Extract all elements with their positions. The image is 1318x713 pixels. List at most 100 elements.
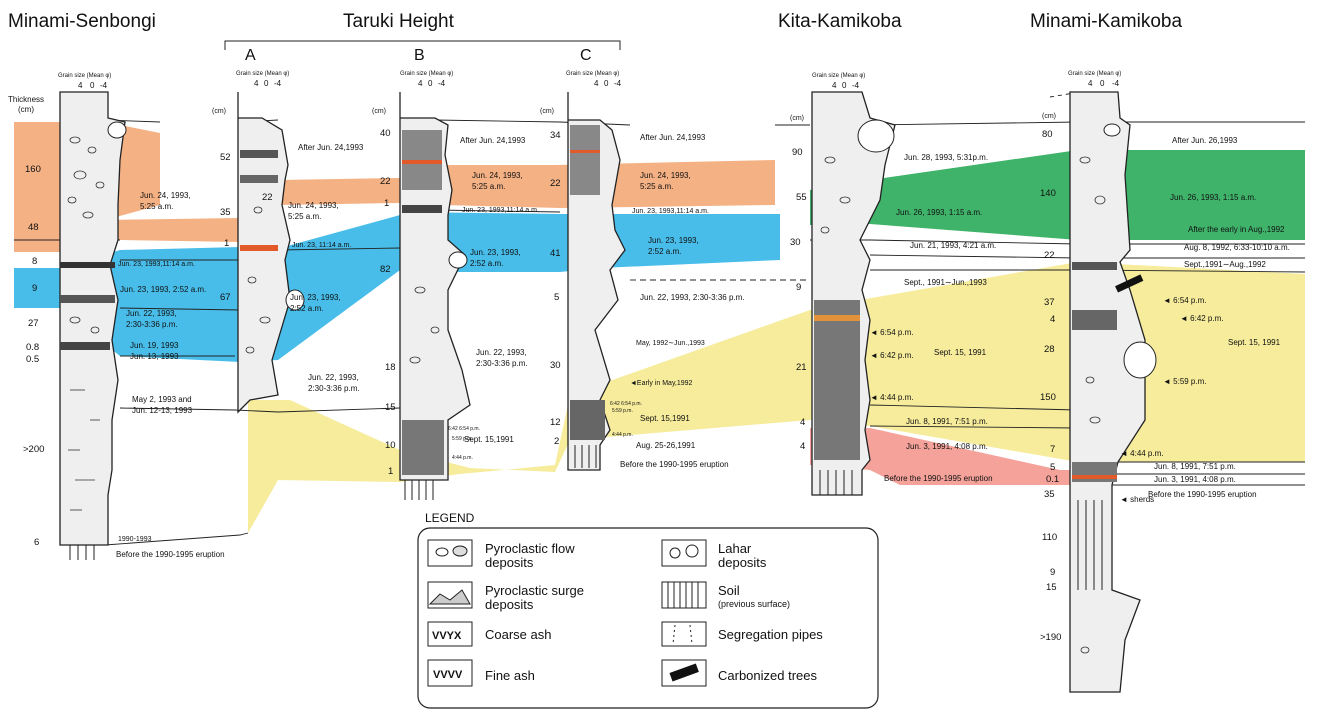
svg-text:0.1: 0.1: [1046, 474, 1059, 485]
svg-text:deposits: deposits: [718, 555, 767, 570]
svg-text:140: 140: [1040, 188, 1056, 199]
svg-text:4: 4: [78, 81, 83, 90]
svg-text:(cm): (cm): [1042, 113, 1056, 120]
svg-text:-4: -4: [100, 81, 108, 90]
svg-text:-4: -4: [438, 79, 446, 88]
svg-text:◄ 4:44 p.m.: ◄ 4:44 p.m.: [1120, 449, 1164, 458]
svg-text:55: 55: [796, 192, 807, 203]
svg-text:Before the 1990-1995 eruption: Before the 1990-1995 eruption: [116, 550, 225, 559]
svg-text:Jun. 23, 11:14 a.m.: Jun. 23, 11:14 a.m.: [292, 242, 351, 249]
svg-text:22: 22: [380, 176, 391, 187]
svg-text:4:44 p.m.: 4:44 p.m.: [452, 455, 473, 461]
svg-text:1: 1: [224, 238, 229, 249]
svg-text:Jun. 24, 1993,: Jun. 24, 1993,: [288, 201, 339, 210]
svg-text:6: 6: [34, 537, 39, 548]
svg-text:Jun. 22, 1993,: Jun. 22, 1993,: [126, 309, 177, 318]
svg-text:◄ 6:54 p.m.: ◄ 6:54 p.m.: [870, 328, 914, 337]
svg-text:◄ 6:42 p.m.: ◄ 6:42 p.m.: [1180, 314, 1224, 323]
svg-text:Jun. 23, 1993, 2:52 a.m.: Jun. 23, 1993, 2:52 a.m.: [120, 285, 206, 294]
svg-text:9: 9: [796, 282, 801, 293]
svg-text:(cm): (cm): [18, 105, 34, 114]
svg-text:Jun. 3, 1991, 4:08 p.m.: Jun. 3, 1991, 4:08 p.m.: [1154, 475, 1236, 484]
svg-text:28: 28: [1044, 344, 1055, 355]
legend-label-fine: Fine ash: [485, 668, 535, 683]
grain-label-c: Grain size (Mean φ): [566, 71, 619, 77]
svg-text:90: 90: [792, 147, 803, 158]
svg-text:Jun. 26, 1993, 1:15 a.m.: Jun. 26, 1993, 1:15 a.m.: [896, 208, 982, 217]
svg-text:2:30-3:36 p.m.: 2:30-3:36 p.m.: [126, 320, 178, 329]
svg-text:◄ 5:59 p.m.: ◄ 5:59 p.m.: [1163, 377, 1207, 386]
svg-text:(cm): (cm): [790, 115, 804, 122]
svg-text:34: 34: [550, 130, 561, 141]
svg-text:18: 18: [385, 362, 396, 373]
svg-text:9: 9: [32, 283, 37, 294]
legend-label-pipes: Segregation pipes: [718, 627, 823, 642]
svg-text:Sept. 15, 1991: Sept. 15, 1991: [934, 348, 987, 357]
svg-text:1: 1: [388, 466, 393, 477]
legend-label-lahar: Lahar: [718, 541, 752, 556]
sub-b: B: [414, 47, 425, 64]
svg-text:Sept. 15, 1991: Sept. 15, 1991: [1228, 338, 1281, 347]
grain-label-mk: Grain size (Mean φ): [1068, 71, 1121, 77]
svg-text:1990-1993: 1990-1993: [118, 536, 152, 543]
svg-text:10: 10: [385, 440, 396, 451]
svg-text:Jun. 28, 1993, 5:31p.m.: Jun. 28, 1993, 5:31p.m.: [904, 153, 988, 162]
svg-text:5:25 a.m.: 5:25 a.m.: [472, 182, 505, 191]
svg-text:Jun. 22, 1993,: Jun. 22, 1993,: [476, 348, 527, 357]
svg-text:5: 5: [554, 292, 559, 303]
svg-text:◄ 4:44 p.m.: ◄ 4:44 p.m.: [870, 393, 914, 402]
svg-text:2:52 a.m.: 2:52 a.m.: [648, 247, 681, 256]
svg-text:deposits: deposits: [485, 597, 534, 612]
svg-text:35: 35: [1044, 489, 1055, 500]
svg-text:4:44 p.m.: 4:44 p.m.: [612, 432, 633, 438]
svg-text:◄ sherds: ◄ sherds: [1120, 495, 1154, 504]
svg-text:May, 1992∼Jun.,1993: May, 1992∼Jun.,1993: [636, 340, 705, 347]
svg-text:Jun. 23, 1993,11:14 a.m.: Jun. 23, 1993,11:14 a.m.: [118, 261, 195, 268]
grain-labels: Grain size (Mean φ) Grain size (Mean φ) …: [58, 71, 1121, 79]
svg-text:160: 160: [25, 164, 41, 175]
svg-text:After Jun. 26,1993: After Jun. 26,1993: [1172, 136, 1238, 145]
svg-text:(cm): (cm): [212, 108, 226, 115]
svg-text:Before the 1990-1995 eruption: Before the 1990-1995 eruption: [1148, 490, 1257, 499]
title-minami-kamikoba: Minami-Kamikoba: [1030, 11, 1182, 32]
legend-label-soil: Soil: [718, 583, 740, 598]
svg-text:Before the 1990-1995 eruption: Before the 1990-1995 eruption: [884, 474, 993, 483]
svg-text:Sept., 1991∼Jun.,1993: Sept., 1991∼Jun.,1993: [904, 278, 987, 287]
svg-text:37: 37: [1044, 297, 1055, 308]
svg-text:80: 80: [1042, 129, 1053, 140]
svg-text:After Jun. 24,1993: After Jun. 24,1993: [298, 143, 364, 152]
svg-text:41: 41: [550, 248, 561, 259]
svg-text:0: 0: [428, 79, 433, 88]
svg-text:◄ 6:42 p.m.: ◄ 6:42 p.m.: [870, 351, 914, 360]
svg-text:VVVV: VVVV: [433, 669, 463, 681]
svg-text:-4: -4: [1112, 79, 1120, 88]
sub-a: A: [245, 47, 256, 64]
title-kita-kamikoba: Kita-Kamikoba: [778, 11, 902, 32]
svg-text:Jun. 24, 1993,: Jun. 24, 1993,: [640, 171, 691, 180]
svg-text:52: 52: [220, 152, 231, 163]
svg-text:2:30-3:36 p.m.: 2:30-3:36 p.m.: [476, 359, 528, 368]
labels-minami-senbongi: Jun. 24, 1993, 5:25 a.m. Jun. 23, 1993,1…: [116, 191, 225, 559]
svg-text:48: 48: [28, 222, 39, 233]
svg-text:2:30-3:36 p.m.: 2:30-3:36 p.m.: [308, 384, 360, 393]
title-taruki-height: Taruki Height: [343, 11, 455, 32]
svg-text:30: 30: [550, 360, 561, 371]
svg-text:Sept.,1991∼Aug.,1992: Sept.,1991∼Aug.,1992: [1184, 260, 1266, 269]
svg-text:4: 4: [800, 417, 805, 428]
svg-text:Jun. 21, 1993, 4:21 a.m.: Jun. 21, 1993, 4:21 a.m.: [910, 241, 996, 250]
svg-text:-4: -4: [274, 79, 282, 88]
svg-text:5:59 p.m.: 5:59 p.m.: [612, 408, 633, 414]
legend: LEGEND Pyroclastic flow deposits Pyrocla…: [418, 511, 878, 708]
grain-label-kk: Grain size (Mean φ): [812, 73, 865, 79]
svg-text:6:42 6:54 p.m.: 6:42 6:54 p.m.: [610, 401, 642, 407]
svg-text:4: 4: [254, 79, 259, 88]
svg-text:27: 27: [28, 318, 39, 329]
svg-text:>190: >190: [1040, 632, 1061, 643]
svg-text:Jun. 23, 1993,: Jun. 23, 1993,: [290, 293, 341, 302]
svg-text:0.8: 0.8: [26, 342, 39, 353]
svg-text:(cm): (cm): [372, 108, 386, 115]
svg-text:(cm): (cm): [540, 108, 554, 115]
svg-text:Before the 1990-1995 eruption: Before the 1990-1995 eruption: [620, 460, 729, 469]
svg-text:0.5: 0.5: [26, 354, 39, 365]
